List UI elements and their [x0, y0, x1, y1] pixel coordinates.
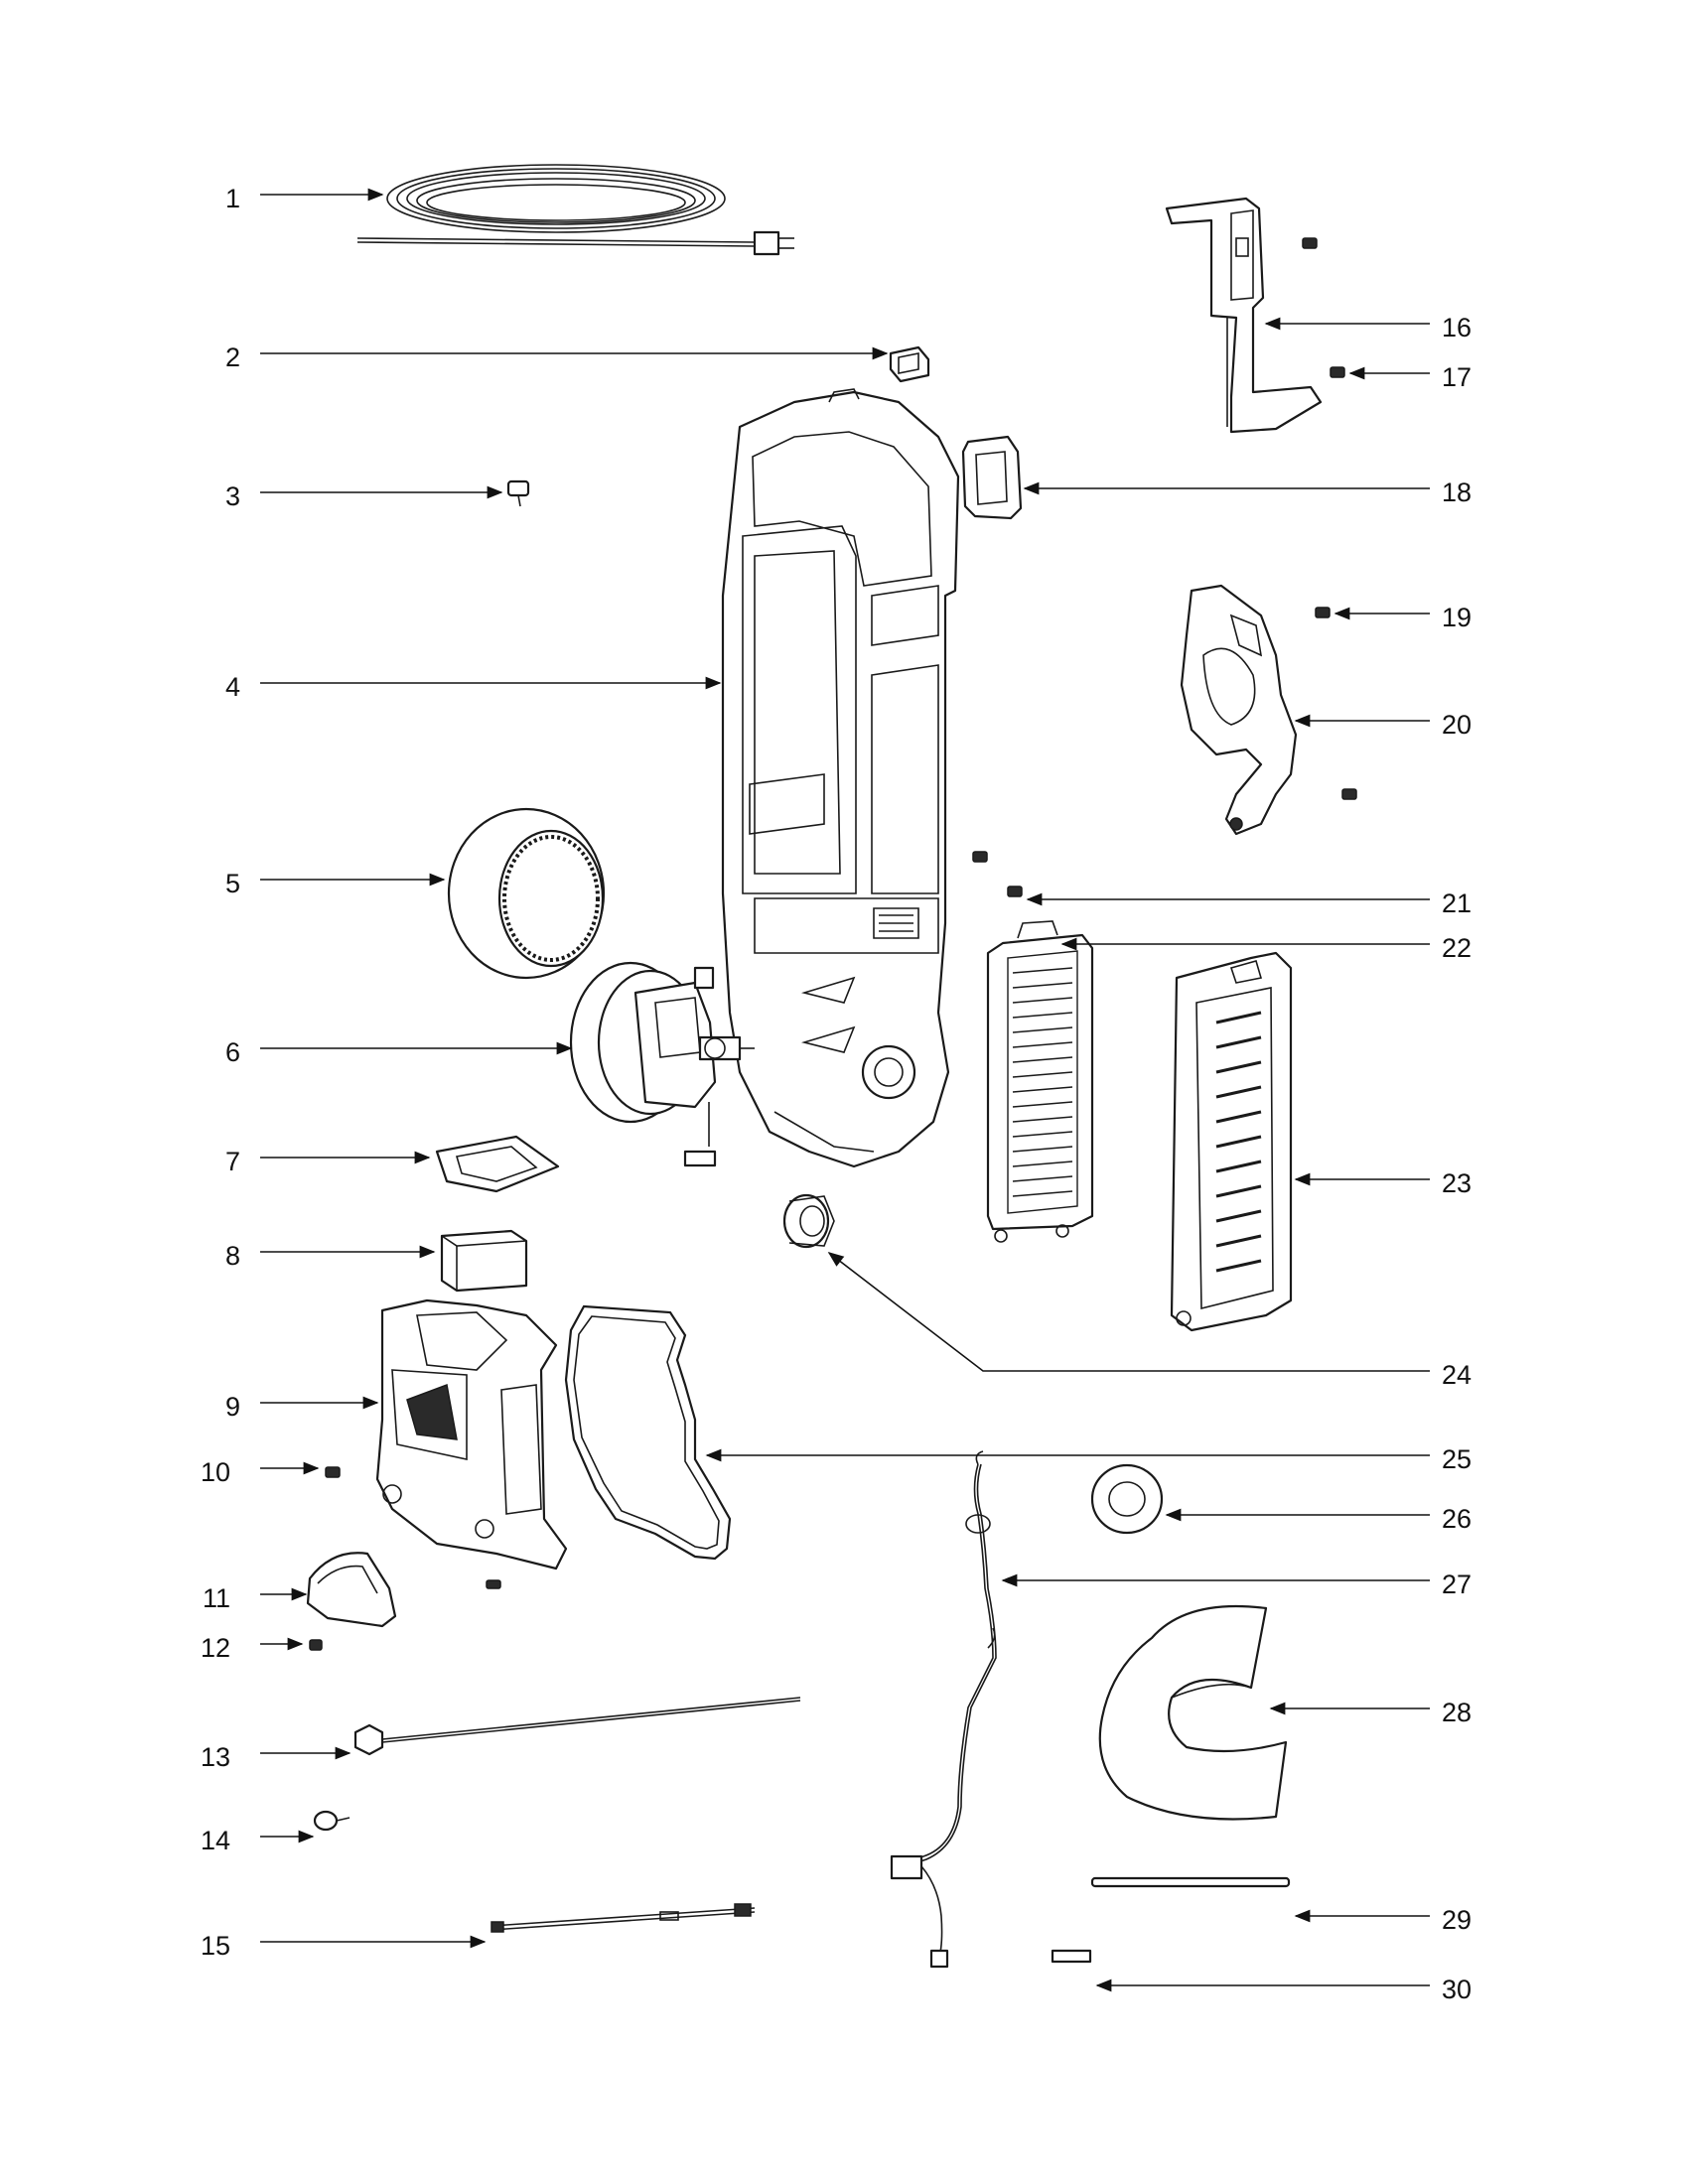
callout-number-18: 18	[1442, 478, 1472, 507]
callout-number-2: 2	[225, 342, 240, 372]
leader-line-24	[827, 1252, 1430, 1372]
wire-harness-part	[890, 1450, 997, 1969]
screw-part-21	[972, 851, 1023, 897]
hose-clip-part	[491, 1903, 756, 1933]
foam-filter-part	[440, 1229, 528, 1293]
callout-number-13: 13	[201, 1742, 230, 1772]
screw-part-3	[506, 479, 530, 507]
power-cord-part	[356, 164, 794, 256]
handle-rod-part	[353, 1697, 801, 1756]
rod-part	[1090, 1876, 1291, 1888]
callout-labels: 1234567891011121314151617181920212223242…	[201, 184, 1472, 2004]
screw-part-10	[325, 1466, 341, 1478]
gasket-part-7	[435, 1135, 560, 1193]
nut-part	[313, 1810, 351, 1832]
callout-number-22: 22	[1442, 933, 1472, 963]
callout-number-12: 12	[201, 1633, 230, 1663]
seal-part	[961, 435, 1023, 520]
motor-assembly-part	[569, 961, 755, 1167]
callout-number-4: 4	[225, 672, 240, 702]
callout-number-27: 27	[1442, 1570, 1472, 1599]
callout-number-23: 23	[1442, 1168, 1472, 1198]
label-part	[1051, 1949, 1092, 1964]
cord-hook-part	[1180, 584, 1298, 836]
hose-connector-part	[782, 1193, 835, 1249]
callout-leaders	[260, 188, 1430, 1992]
screw-part-17	[1302, 237, 1345, 378]
callout-number-20: 20	[1442, 710, 1472, 740]
filter-band-part	[1098, 1604, 1288, 1821]
belt-ring-part	[447, 807, 606, 980]
callout-number-29: 29	[1442, 1905, 1472, 1935]
callout-number-9: 9	[225, 1392, 240, 1422]
callout-number-15: 15	[201, 1931, 230, 1961]
callout-number-10: 10	[201, 1457, 230, 1487]
callout-number-28: 28	[1442, 1698, 1472, 1727]
callout-number-14: 14	[201, 1826, 230, 1855]
hepa-filter-part	[986, 920, 1094, 1243]
callout-number-8: 8	[225, 1241, 240, 1271]
gasket-part-25	[564, 1304, 732, 1561]
callout-number-30: 30	[1442, 1975, 1472, 2004]
callout-number-7: 7	[225, 1147, 240, 1176]
callout-number-26: 26	[1442, 1504, 1472, 1534]
screw-part-12	[309, 1579, 501, 1651]
callout-number-16: 16	[1442, 313, 1472, 342]
callout-number-6: 6	[225, 1037, 240, 1067]
callout-number-21: 21	[1442, 888, 1472, 918]
switch-part	[889, 345, 930, 383]
motor-housing-part	[375, 1298, 568, 1570]
cord-hook-bracket-part	[1165, 197, 1323, 434]
washer-part	[1090, 1463, 1164, 1535]
callout-number-24: 24	[1442, 1360, 1472, 1390]
screw-part-19	[1315, 607, 1357, 800]
callout-number-25: 25	[1442, 1444, 1472, 1474]
handle-body-part	[721, 388, 960, 1168]
cover-part	[306, 1552, 397, 1628]
callout-number-3: 3	[225, 481, 240, 511]
filter-door-part	[1170, 951, 1293, 1332]
callout-number-17: 17	[1442, 362, 1472, 392]
callout-number-11: 11	[203, 1583, 230, 1613]
callout-number-19: 19	[1442, 603, 1472, 632]
callout-number-1: 1	[225, 184, 240, 213]
callout-number-5: 5	[225, 869, 240, 898]
